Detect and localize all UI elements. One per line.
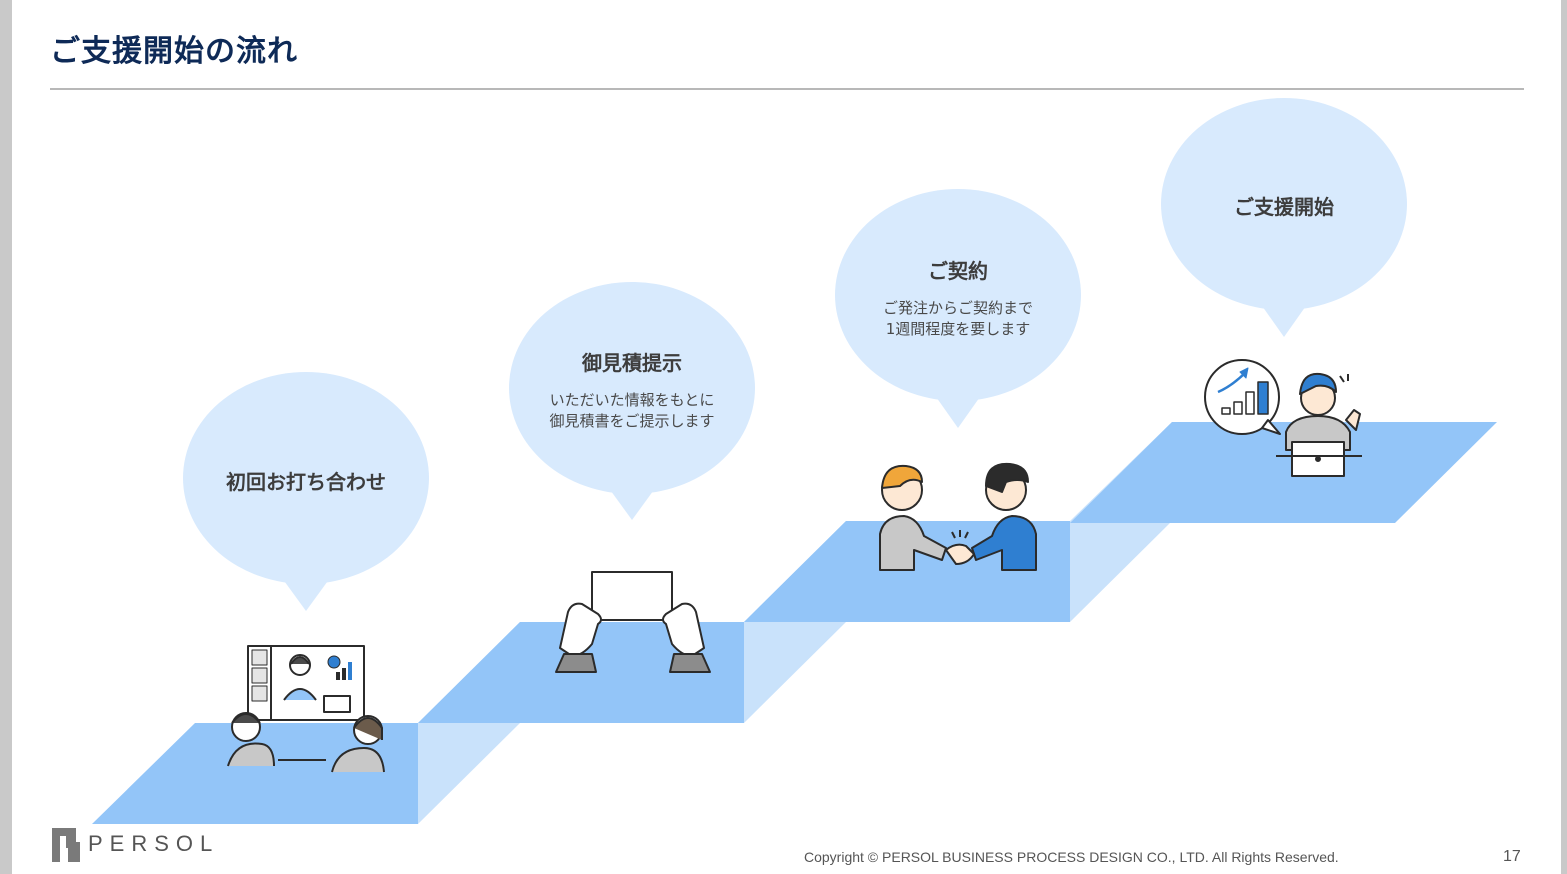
handshake-icon — [879, 462, 1037, 571]
document-hands-icon — [555, 571, 711, 673]
persol-logo-text: PERSOL — [88, 831, 220, 856]
step-2-description-line-2: 御見積書をご提示します — [549, 412, 715, 430]
video-meeting-icon — [227, 645, 385, 773]
step-platform-1 — [92, 723, 418, 824]
speech-bubble-4 — [1161, 98, 1407, 337]
slide-right-border — [1561, 0, 1567, 874]
step-3-heading: ご契約 — [928, 259, 988, 283]
speech-bubble-2 — [509, 282, 755, 520]
step-3-description-line-2: 1週間程度を要します — [885, 320, 1031, 338]
step-1-heading: 初回お打ち合わせ — [226, 470, 386, 494]
title-divider — [50, 88, 1524, 90]
speech-bubble-3 — [835, 189, 1081, 428]
persol-logo-icon — [52, 828, 80, 862]
slide-title: ご支援開始の流れ — [50, 34, 298, 69]
slide-left-border — [0, 0, 12, 874]
step-2-heading: 御見積提示 — [582, 351, 682, 375]
step-3-description-line-1: ご発注からご契約まで — [882, 299, 1033, 317]
growth-chart-person-icon — [1204, 359, 1362, 477]
step-4-heading: ご支援開始 — [1234, 195, 1334, 219]
page-number: 17 — [1503, 848, 1521, 865]
speech-bubble-1 — [183, 372, 429, 611]
copyright-notice: Copyright © PERSOL BUSINESS PROCESS DESI… — [804, 849, 1339, 865]
step-2-description-line-1: いただいた情報をもとに — [549, 391, 715, 409]
step-platform-4 — [1070, 422, 1497, 523]
